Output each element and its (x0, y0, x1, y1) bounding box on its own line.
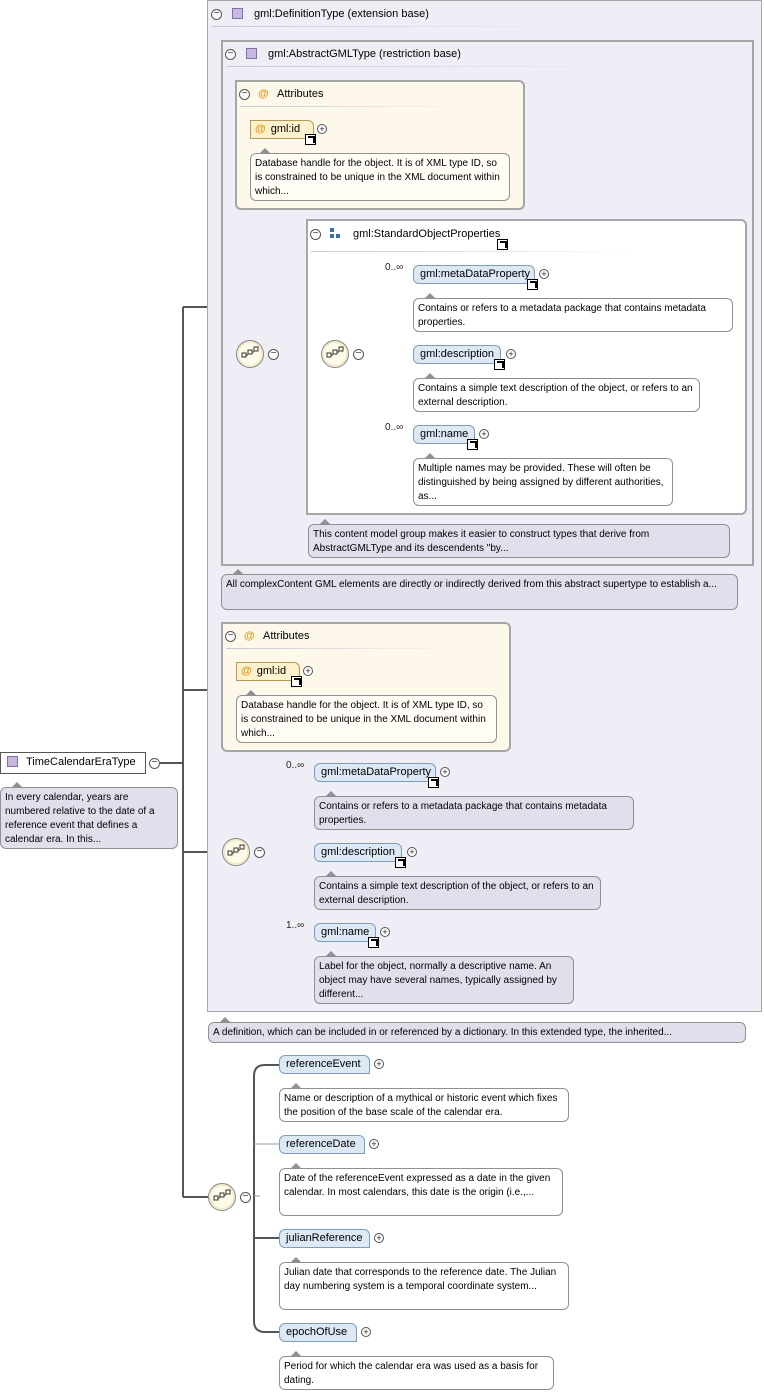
attribute-icon: @ (255, 123, 266, 135)
expand-icon[interactable]: + (380, 927, 390, 937)
cardinality-label: 0..∞ (286, 760, 305, 771)
reference-link-icon[interactable] (395, 857, 406, 868)
sequence-compositor-icon[interactable] (321, 340, 349, 368)
gml-metadataproperty-element[interactable]: gml:metaDataProperty (314, 763, 436, 782)
definition-attributes-title: Attributes (263, 630, 310, 642)
gml-id-attribute[interactable]: @ gml:id (236, 662, 300, 681)
complex-type-icon (7, 756, 18, 767)
collapse-toggle[interactable]: − (149, 758, 160, 769)
element-doc: Period for which the calendar era was us… (279, 1356, 554, 1390)
attribute-icon: @ (241, 665, 252, 677)
element-doc: Name or description of a mythical or his… (279, 1088, 569, 1122)
expand-icon[interactable]: + (361, 1327, 371, 1337)
root-doc: In every calendar, years are numbered re… (0, 787, 178, 849)
julian-reference-element[interactable]: julianReference (279, 1229, 370, 1248)
collapse-toggle[interactable]: − (268, 349, 279, 360)
expand-icon[interactable]: + (506, 349, 516, 359)
expand-icon[interactable]: + (407, 847, 417, 857)
group-doc: This content model group makes it easier… (308, 524, 730, 558)
abstract-gml-type-doc: All complexContent GML elements are dire… (221, 574, 738, 610)
expand-icon[interactable]: + (317, 124, 327, 134)
attribute-icon: @ (258, 88, 269, 100)
collapse-toggle[interactable]: − (225, 49, 236, 60)
gml-name-element[interactable]: gml:name (314, 923, 376, 942)
definition-type-title: gml:DefinitionType (extension base) (254, 8, 429, 20)
collapse-toggle[interactable]: − (211, 9, 222, 20)
gml-id-attribute[interactable]: @ gml:id (250, 120, 314, 139)
gml-description-element[interactable]: gml:description (314, 843, 402, 862)
expand-icon[interactable]: + (374, 1059, 384, 1069)
element-doc: Contains or refers to a metadata package… (413, 298, 733, 332)
sequence-compositor-icon[interactable] (222, 838, 250, 866)
reference-date-element[interactable]: referenceDate (279, 1135, 365, 1154)
sequence-compositor-icon[interactable] (208, 1183, 236, 1211)
collapse-toggle[interactable]: − (225, 631, 236, 642)
root-label: TimeCalendarEraType (26, 756, 136, 768)
attribute-doc: Database handle for the object. It is of… (236, 695, 497, 743)
complex-type-icon (232, 8, 243, 19)
collapse-toggle[interactable]: − (239, 89, 250, 100)
element-doc: Contains a simple text description of th… (413, 378, 700, 412)
attribute-label: gml:id (256, 665, 287, 677)
reference-link-icon[interactable] (428, 777, 439, 788)
abstract-attributes-title: Attributes (277, 88, 324, 100)
cardinality-label: 0..∞ (385, 262, 404, 273)
sequence-compositor-icon[interactable] (236, 340, 264, 368)
group-icon (330, 228, 340, 238)
gml-metadataproperty-element[interactable]: gml:metaDataProperty (413, 265, 535, 284)
reference-link-icon[interactable] (494, 359, 505, 370)
reference-event-element[interactable]: referenceEvent (279, 1055, 370, 1074)
gml-description-element[interactable]: gml:description (413, 345, 501, 364)
expand-icon[interactable]: + (479, 429, 489, 439)
definition-type-doc: A definition, which can be included in o… (208, 1022, 746, 1043)
cardinality-label: 1..∞ (286, 920, 305, 931)
standard-object-properties-title: gml:StandardObjectProperties (353, 228, 501, 240)
expand-icon[interactable]: + (440, 767, 450, 777)
time-calendar-era-type-node[interactable]: TimeCalendarEraType (0, 752, 146, 774)
reference-link-icon[interactable] (305, 134, 316, 145)
expand-icon[interactable]: + (539, 269, 549, 279)
element-doc: Contains a simple text description of th… (314, 876, 601, 910)
epoch-of-use-element[interactable]: epochOfUse (279, 1323, 357, 1342)
reference-link-icon[interactable] (467, 439, 478, 450)
gml-name-element[interactable]: gml:name (413, 425, 475, 444)
expand-icon[interactable]: + (303, 666, 313, 676)
element-doc: Julian date that corresponds to the refe… (279, 1262, 569, 1310)
element-doc: Multiple names may be provided. These wi… (413, 458, 673, 506)
collapse-toggle[interactable]: − (310, 229, 321, 240)
complex-type-icon (246, 48, 257, 59)
attribute-doc: Database handle for the object. It is of… (250, 153, 510, 201)
reference-link-icon[interactable] (497, 239, 508, 250)
reference-link-icon[interactable] (527, 279, 538, 290)
element-doc: Label for the object, normally a descrip… (314, 956, 574, 1004)
reference-link-icon[interactable] (291, 676, 302, 687)
expand-icon[interactable]: + (374, 1233, 384, 1243)
reference-link-icon[interactable] (368, 937, 379, 948)
element-doc: Contains or refers to a metadata package… (314, 796, 634, 830)
abstract-gml-type-title: gml:AbstractGMLType (restriction base) (268, 48, 461, 60)
collapse-toggle[interactable]: − (240, 1192, 251, 1203)
attribute-icon: @ (244, 630, 255, 642)
collapse-toggle[interactable]: − (254, 847, 265, 858)
cardinality-label: 0..∞ (385, 422, 404, 433)
expand-icon[interactable]: + (369, 1139, 379, 1149)
collapse-toggle[interactable]: − (353, 349, 364, 360)
attribute-label: gml:id (270, 123, 301, 135)
element-doc: Date of the referenceEvent expressed as … (279, 1168, 563, 1216)
